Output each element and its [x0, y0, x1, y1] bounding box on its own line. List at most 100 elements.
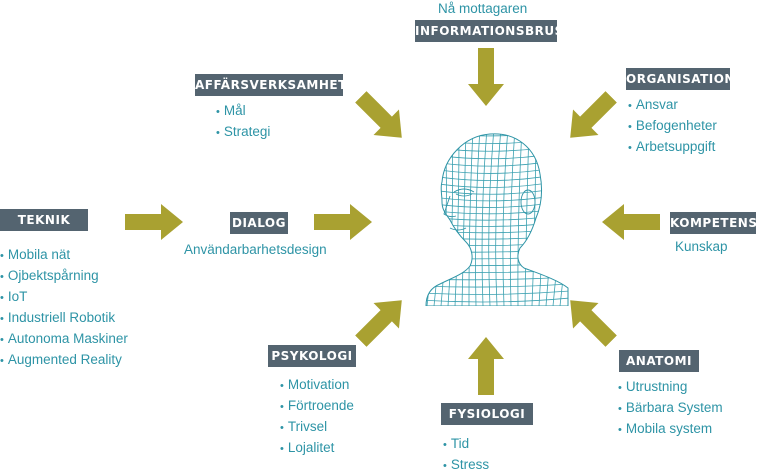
- mesh-line: [545, 133, 552, 306]
- list-item-label: Befogenheter: [635, 118, 717, 133]
- bullet-icon: •: [0, 313, 4, 325]
- list-item: •Mål: [216, 101, 270, 122]
- bullet-icon: •: [628, 100, 632, 112]
- mesh-line: [433, 133, 441, 306]
- list-item-label: Mobila system: [625, 421, 713, 436]
- mesh-line: [426, 297, 568, 303]
- list-item-label: Strategi: [223, 124, 271, 139]
- psykologi-list: •Motivation •Förtroende •Trivsel •Lojali…: [280, 375, 354, 459]
- list-item: •Trivsel: [280, 417, 354, 438]
- arrow-informationsbrus-to-head-icon: [468, 48, 504, 106]
- list-item: •Strategi: [216, 122, 270, 143]
- list-item: •Augmented Reality: [0, 350, 128, 371]
- arrow-fysiologi-to-head-icon: [468, 337, 504, 395]
- list-item: •Ojbektspårning: [0, 266, 128, 287]
- kompetens-label: KOMPETENS: [670, 212, 757, 234]
- list-item: •Mobila system: [618, 419, 723, 440]
- list-item-label: Lojalitet: [287, 440, 335, 455]
- bullet-icon: •: [0, 271, 4, 283]
- mesh-line: [426, 213, 568, 221]
- mesh-line: [481, 133, 488, 306]
- arrow-anatomi-to-head-icon: [570, 300, 617, 347]
- mesh-line: [426, 150, 568, 160]
- arrow-kompetens-to-head-icon: [602, 204, 660, 240]
- mesh-line: [426, 262, 568, 267]
- list-item-label: Utrustning: [625, 379, 688, 394]
- mesh-line: [426, 269, 568, 274]
- mesh-line: [426, 133, 435, 306]
- mesh-line: [426, 133, 428, 306]
- mesh-line: [426, 255, 568, 260]
- bullet-icon: •: [628, 121, 632, 133]
- bullet-icon: •: [618, 403, 622, 415]
- mesh-line: [488, 133, 495, 306]
- teknik-list: •Mobila nät •Ojbektspårning •IoT •Indust…: [0, 245, 128, 371]
- bullet-icon: •: [0, 355, 4, 367]
- list-item: •Autonoma Maskiner: [0, 329, 128, 350]
- mesh-line: [475, 133, 481, 306]
- bullet-icon: •: [280, 401, 284, 413]
- mesh-line: [426, 220, 568, 227]
- mesh-line: [454, 133, 460, 306]
- list-item: •Arbetsuppgift: [628, 137, 717, 158]
- mesh-line: [426, 157, 568, 167]
- mesh-line: [426, 290, 568, 295]
- bullet-icon: •: [0, 334, 4, 346]
- list-item: •Stress: [443, 455, 489, 476]
- mesh-line: [426, 248, 568, 253]
- bullet-icon: •: [628, 142, 632, 154]
- list-item-label: Autonoma Maskiner: [7, 331, 128, 346]
- bullet-icon: •: [0, 250, 4, 262]
- mesh-line: [524, 133, 530, 306]
- bullet-icon: •: [618, 424, 622, 436]
- arrow-teknik-to-dialog-icon: [125, 204, 183, 240]
- list-item-label: Arbetsuppgift: [635, 139, 716, 154]
- affarsverksamhet-label: AFFÄRSVERKSAMHET: [195, 74, 346, 96]
- mesh-line: [440, 133, 447, 306]
- list-item: •Förtroende: [280, 396, 354, 417]
- mesh-line: [426, 133, 568, 137]
- arrow-dialog-to-head-icon: [314, 204, 372, 240]
- anatomi-list: •Utrustning •Bärbara System •Mobila syst…: [618, 377, 723, 440]
- mesh-line: [468, 133, 474, 306]
- list-item: •Bärbara System: [618, 398, 723, 419]
- arrow-organisation-to-head-icon: [570, 91, 617, 138]
- mesh-line: [426, 143, 568, 152]
- list-item-label: IoT: [7, 289, 28, 304]
- affarsverksamhet-list: •Mål •Strategi: [216, 101, 270, 143]
- bullet-icon: •: [0, 292, 4, 304]
- mesh-line: [509, 133, 516, 306]
- list-item-label: Industriell Robotik: [7, 310, 116, 325]
- informationsbrus-subtitle: Nå mottagaren: [438, 1, 528, 16]
- list-item-label: Ansvar: [635, 97, 678, 112]
- bullet-icon: •: [216, 106, 220, 118]
- list-item: •Motivation: [280, 375, 354, 396]
- bullet-icon: •: [280, 422, 284, 434]
- list-item-label: Trivsel: [287, 419, 328, 434]
- dialog-subtitle: Användarbarhetsdesign: [184, 242, 327, 257]
- teknik-label: TEKNIK: [0, 209, 88, 231]
- mesh-line: [426, 227, 568, 234]
- mesh-line: [531, 133, 537, 306]
- list-item-label: Motivation: [287, 377, 350, 392]
- bullet-icon: •: [618, 382, 622, 394]
- list-item: •IoT: [0, 287, 128, 308]
- list-item: •Utrustning: [618, 377, 723, 398]
- list-item-label: Bärbara System: [625, 400, 723, 415]
- mesh-line: [517, 133, 523, 306]
- bullet-icon: •: [280, 443, 284, 455]
- dialog-label: DIALOG: [230, 212, 288, 234]
- mesh-line: [538, 133, 544, 306]
- list-item-label: Mobila nät: [7, 247, 71, 262]
- informationsbrus-label: INFORMATIONSBRUS: [415, 20, 563, 42]
- fysiologi-list: •Tid •Stress: [443, 434, 489, 476]
- kompetens-subtitle: Kunskap: [675, 239, 728, 254]
- anatomi-label: ANATOMI: [619, 350, 699, 372]
- bullet-icon: •: [216, 127, 220, 139]
- mesh-line: [559, 133, 568, 306]
- organisation-list: •Ansvar •Befogenheter •Arbetsuppgift: [628, 95, 717, 158]
- list-item: •Lojalitet: [280, 438, 354, 459]
- organisation-label: ORGANISATION: [626, 68, 734, 90]
- bullet-icon: •: [443, 460, 447, 472]
- fysiologi-label: FYSIOLOGI: [441, 403, 533, 425]
